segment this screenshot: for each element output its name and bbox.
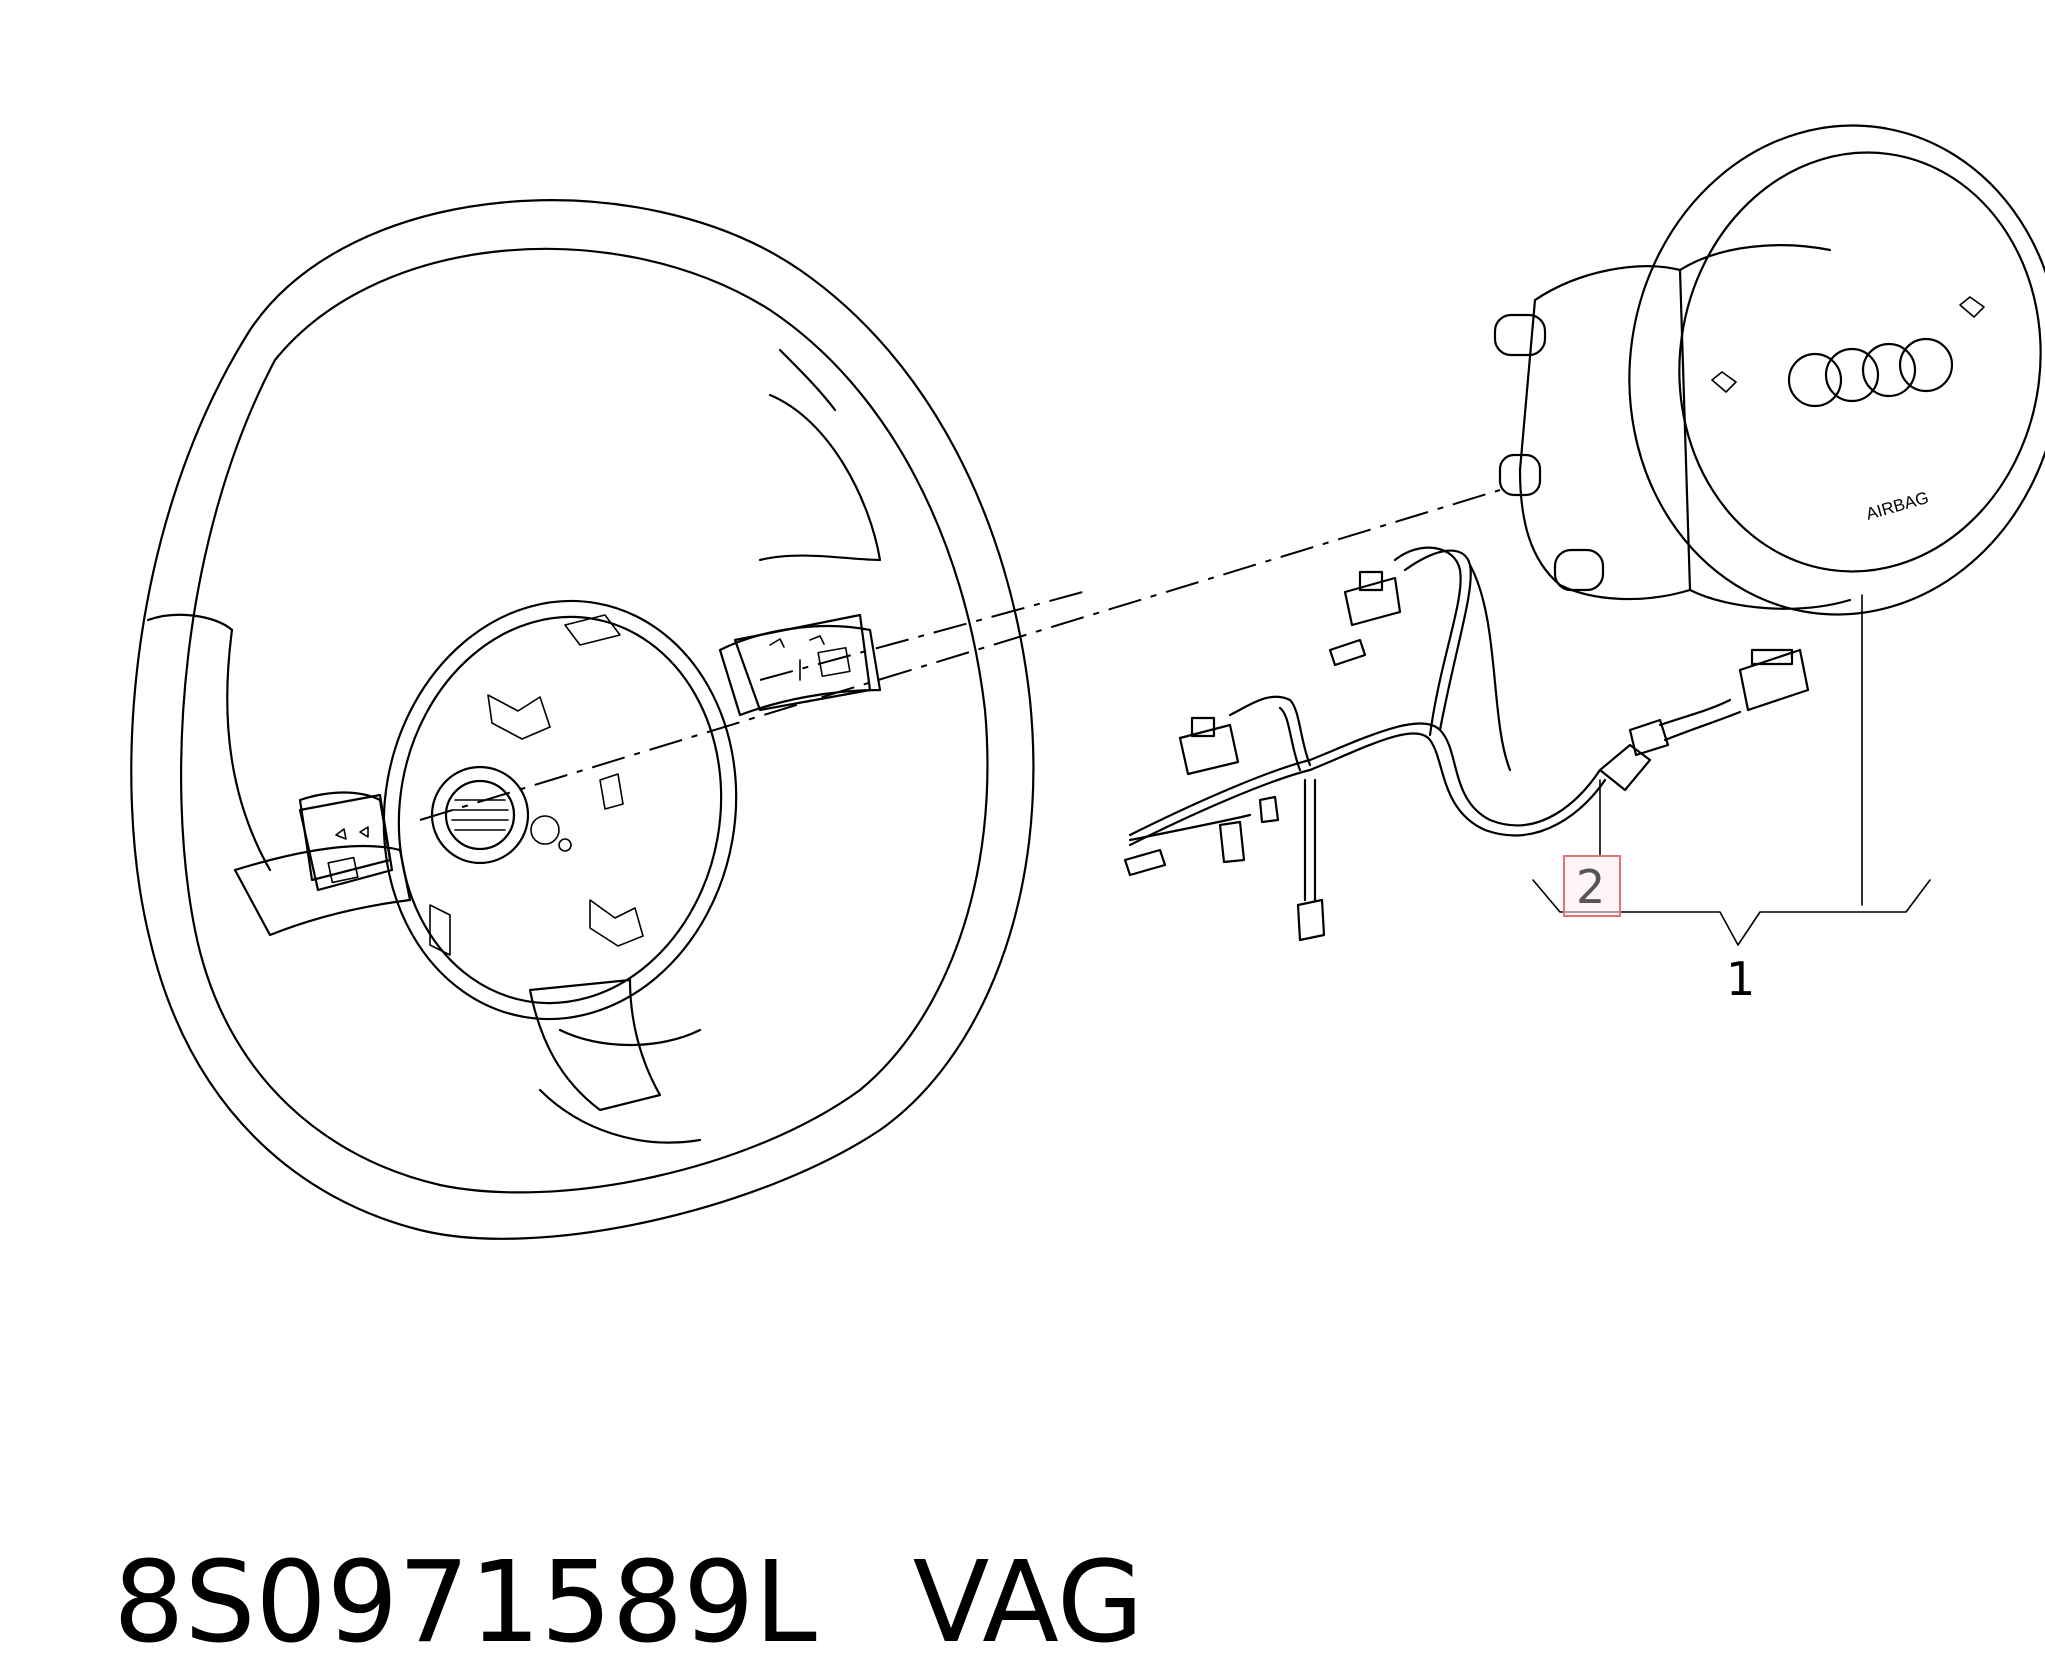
airbag-label: AIRBAG: [1864, 488, 1931, 524]
alignment-lines: [419, 489, 1501, 821]
callout-1[interactable]: 1: [1726, 952, 1755, 1006]
caption: 8S0971589L VAG: [42, 1408, 1143, 1668]
callout-2-highlight-box: [1563, 855, 1621, 917]
callout-2[interactable]: 2: [1563, 855, 1621, 917]
callout-2-label: 2: [1576, 860, 1605, 914]
wiring-harness: [1123, 546, 1810, 942]
airbag-module: AIRBAG: [1493, 124, 2045, 616]
part-number: 8S0971589L: [113, 1538, 817, 1668]
callout-leaders: [1532, 594, 1931, 946]
callout-1-label: 1: [1726, 952, 1755, 1006]
brand-name: VAG: [912, 1538, 1144, 1668]
steering-wheel: [130, 199, 1035, 1240]
parts-diagram: AIRBAG: [130, 124, 2045, 1240]
